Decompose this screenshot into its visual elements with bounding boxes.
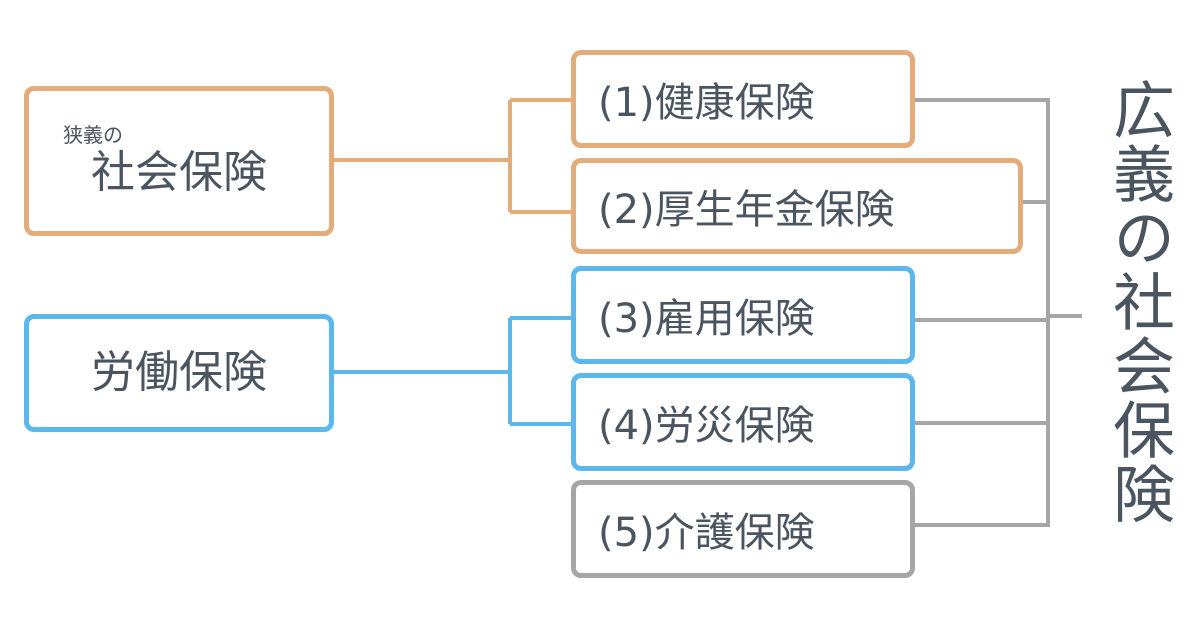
narrow-main-label: 社会保険 xyxy=(91,146,267,198)
item-pension-insurance: (2)厚生年金保険 xyxy=(571,158,1023,254)
item-label: (2)厚生年金保険 xyxy=(598,187,895,233)
broad-bracket xyxy=(912,98,1082,527)
narrow-sub-label: 狭義の xyxy=(63,122,123,147)
item-label: (4)労災保険 xyxy=(598,403,815,449)
labor-insurance-box: 労働保険 xyxy=(24,314,334,432)
item-workers-comp-insurance: (4)労災保険 xyxy=(571,373,915,471)
item-label: (1)健康保険 xyxy=(598,80,815,126)
labor-main-label: 労働保険 xyxy=(91,346,267,398)
narrow-bracket xyxy=(332,98,573,214)
narrow-social-insurance-box: 狭義の 社会保険 xyxy=(24,86,334,236)
item-care-insurance: (5)介護保険 xyxy=(571,480,915,578)
item-label: (5)介護保険 xyxy=(598,510,815,556)
broad-social-insurance-title: 広義の社会保険 xyxy=(1102,78,1175,526)
item-employment-insurance: (3)雇用保険 xyxy=(571,266,915,364)
item-health-insurance: (1)健康保険 xyxy=(571,50,915,148)
item-label: (3)雇用保険 xyxy=(598,296,815,342)
labor-bracket xyxy=(332,316,573,426)
